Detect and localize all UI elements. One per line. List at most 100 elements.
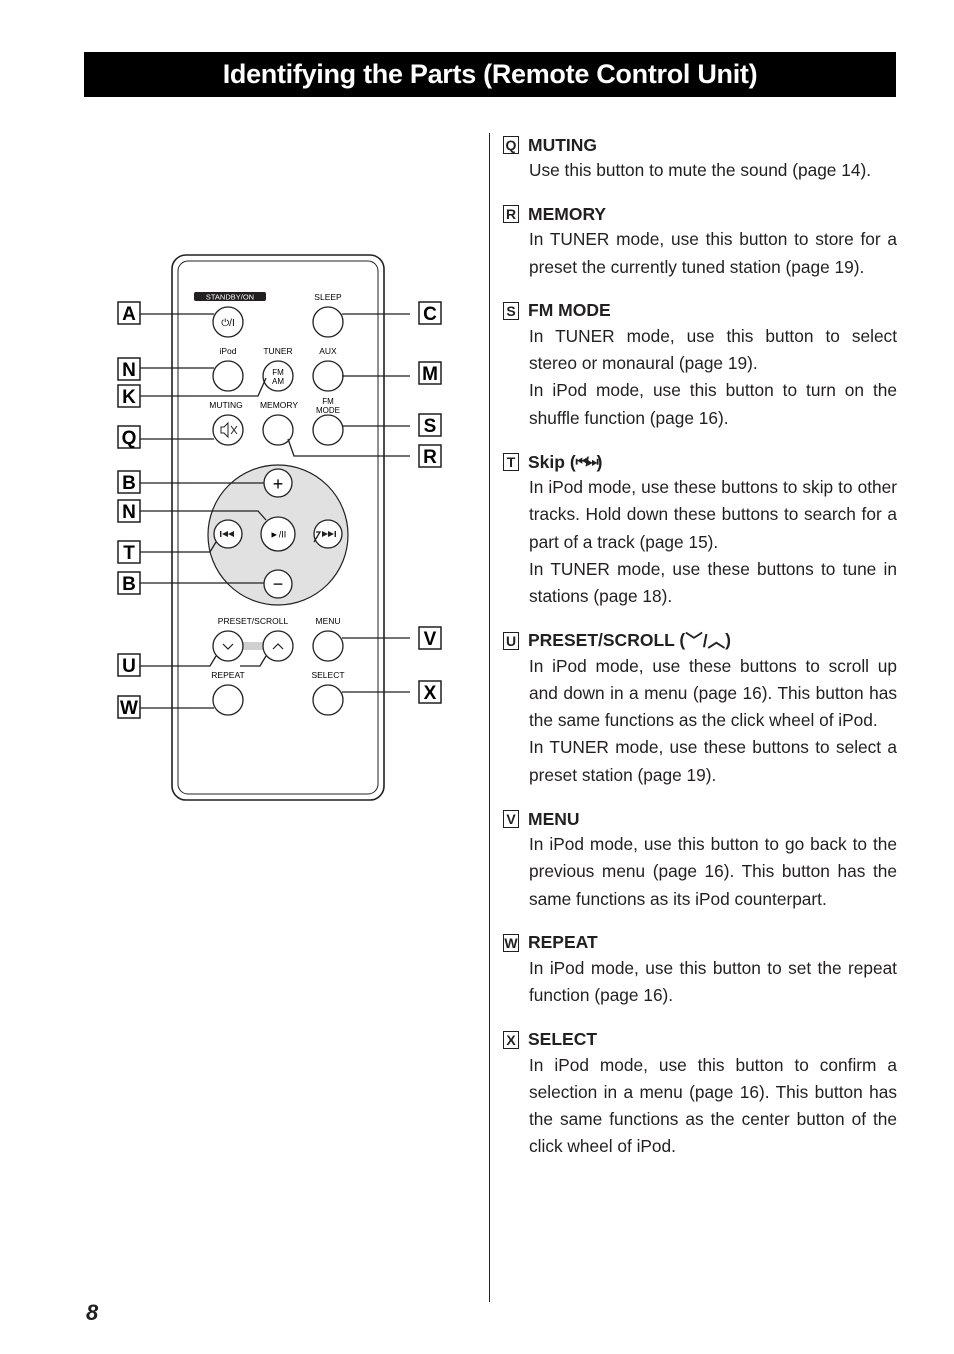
item-paragraph: In iPod mode, use this button to turn on…: [529, 380, 897, 428]
ipod-button[interactable]: [212, 360, 244, 392]
item-memory: R MEMORY In TUNER mode, use this button …: [503, 202, 897, 281]
item-menu: V MENU In iPod mode, use this button to …: [503, 807, 897, 913]
callout-v: V: [424, 629, 437, 650]
item-paragraph: In iPod mode, use this button to set the…: [529, 957, 897, 1006]
item-paragraph: In iPod mode, use these buttons to skip …: [529, 477, 897, 552]
item-name: SELECT: [528, 1029, 598, 1050]
repeat-button[interactable]: [212, 684, 244, 716]
item-fm-mode: S FM MODE In TUNER mode, use this button…: [503, 299, 897, 432]
scroll-down-button[interactable]: [212, 630, 244, 662]
callout-a: A: [122, 304, 136, 325]
skip-icon: ⏮/⏭: [575, 454, 599, 470]
item-preset-scroll: U PRESET/SCROLL ( ﹀/︿ ) In iPod mode, us…: [503, 629, 897, 789]
item-letter: Q: [503, 136, 519, 154]
item-letter: S: [503, 301, 519, 320]
item-letter: V: [503, 810, 519, 829]
callout-m: M: [422, 364, 438, 385]
item-description: In iPod mode, use this button to set the…: [529, 955, 897, 1010]
fm-am-button[interactable]: [262, 360, 294, 392]
label-fm-am-1: FM: [272, 368, 284, 377]
item-muting: Q MUTING Use this button to mute the sou…: [503, 133, 897, 184]
select-button[interactable]: [312, 684, 344, 716]
label-memory: MEMORY: [260, 400, 298, 410]
callout-t: T: [123, 543, 135, 564]
remote-diagram: STANDBY/ON SLEEP ⏻/I iPod TUNER AUX FM A…: [110, 250, 455, 810]
label-preset-scroll: PRESET/SCROLL: [218, 616, 289, 626]
power-symbol: ⏻/I: [221, 318, 234, 329]
minus-button[interactable]: [263, 569, 293, 599]
item-paragraph: Use this button to mute the sound (page …: [529, 160, 871, 180]
item-name: REPEAT: [528, 932, 598, 953]
callout-x: X: [424, 683, 437, 704]
scroll-up-button[interactable]: [262, 630, 294, 662]
item-paragraph: In iPod mode, use this button to go back…: [529, 834, 897, 909]
descriptions-column: Q MUTING Use this button to mute the sou…: [503, 133, 897, 1179]
memory-button[interactable]: [262, 414, 294, 446]
sleep-button[interactable]: [312, 306, 344, 338]
item-heading: W REPEAT: [503, 931, 897, 955]
callout-q: Q: [122, 428, 137, 449]
play-pause-button[interactable]: [260, 516, 296, 552]
callout-n-2: N: [122, 502, 136, 523]
callout-b: B: [122, 473, 136, 494]
skip-forward-icon: [322, 531, 336, 537]
page-title-text: Identifying the Parts (Remote Control Un…: [222, 59, 758, 89]
item-letter: X: [503, 1030, 519, 1049]
standby-button[interactable]: [212, 306, 244, 338]
item-description: In iPod mode, use this button to confirm…: [529, 1052, 897, 1161]
label-tuner: TUNER: [263, 346, 292, 356]
label-repeat: REPEAT: [211, 670, 244, 680]
chevron-up-icon: [272, 643, 284, 650]
item-name-end: ): [596, 451, 603, 472]
item-heading: Q MUTING: [503, 133, 897, 157]
play-pause-symbol: ►/II: [270, 530, 286, 540]
item-name: MUTING: [528, 134, 598, 155]
item-heading: X SELECT: [503, 1028, 897, 1052]
callouts-right: C M S R V X: [418, 301, 442, 704]
label-menu: MENU: [315, 616, 340, 626]
callout-c: C: [423, 304, 437, 325]
remote-illustration: STANDBY/ON SLEEP ⏻/I iPod TUNER AUX FM A…: [117, 254, 442, 801]
plus-symbol: +: [273, 474, 284, 494]
column-divider: [489, 133, 490, 1302]
label-muting: MUTING: [209, 400, 243, 410]
item-paragraph: In TUNER mode, use these buttons to tune…: [529, 558, 897, 607]
callouts-left: A N K Q B N T B U W: [117, 301, 141, 719]
fm-mode-button[interactable]: [312, 414, 344, 446]
page-title: Identifying the Parts (Remote Control Un…: [84, 52, 896, 97]
aux-button[interactable]: [312, 360, 344, 392]
leader-lines: [140, 313, 410, 709]
label-fm-am-2: AM: [272, 377, 284, 386]
label-aux: AUX: [319, 346, 337, 356]
item-paragraph: In TUNER mode, use this button to select…: [529, 325, 897, 374]
callout-b-2: B: [122, 574, 136, 595]
item-name: Skip (: [528, 451, 576, 472]
item-paragraph: In iPod mode, use this button to confirm…: [529, 1054, 897, 1157]
item-paragraph: In TUNER mode, use this button to store …: [529, 229, 897, 277]
item-heading: R MEMORY: [503, 202, 897, 226]
item-name-end: ): [725, 630, 731, 651]
label-select: SELECT: [311, 670, 344, 680]
menu-button[interactable]: [312, 630, 344, 662]
item-description: In iPod mode, use this button to go back…: [529, 831, 897, 913]
item-heading: V MENU: [503, 807, 897, 831]
item-description: In TUNER mode, use this button to store …: [529, 226, 897, 281]
label-sleep: SLEEP: [314, 292, 342, 302]
item-select: X SELECT In iPod mode, use this button t…: [503, 1028, 897, 1161]
item-name: MEMORY: [528, 203, 607, 224]
item-letter: W: [503, 933, 519, 952]
item-description: In TUNER mode, use this button to select…: [529, 323, 897, 432]
minus-symbol: −: [273, 574, 284, 594]
callout-s: S: [424, 416, 437, 437]
item-name: FM MODE: [528, 300, 611, 321]
item-description: In iPod mode, use these buttons to scrol…: [529, 653, 897, 789]
label-standby: STANDBY/ON: [206, 293, 254, 302]
item-repeat: W REPEAT In iPod mode, use this button t…: [503, 931, 897, 1010]
item-name: MENU: [528, 808, 580, 829]
label-ipod: iPod: [219, 346, 236, 356]
callout-n: N: [122, 360, 136, 381]
callout-k: K: [122, 387, 136, 408]
skip-back-icon: [220, 531, 234, 537]
item-letter: U: [503, 631, 519, 650]
item-heading: U PRESET/SCROLL ( ﹀/︿ ): [503, 629, 897, 653]
